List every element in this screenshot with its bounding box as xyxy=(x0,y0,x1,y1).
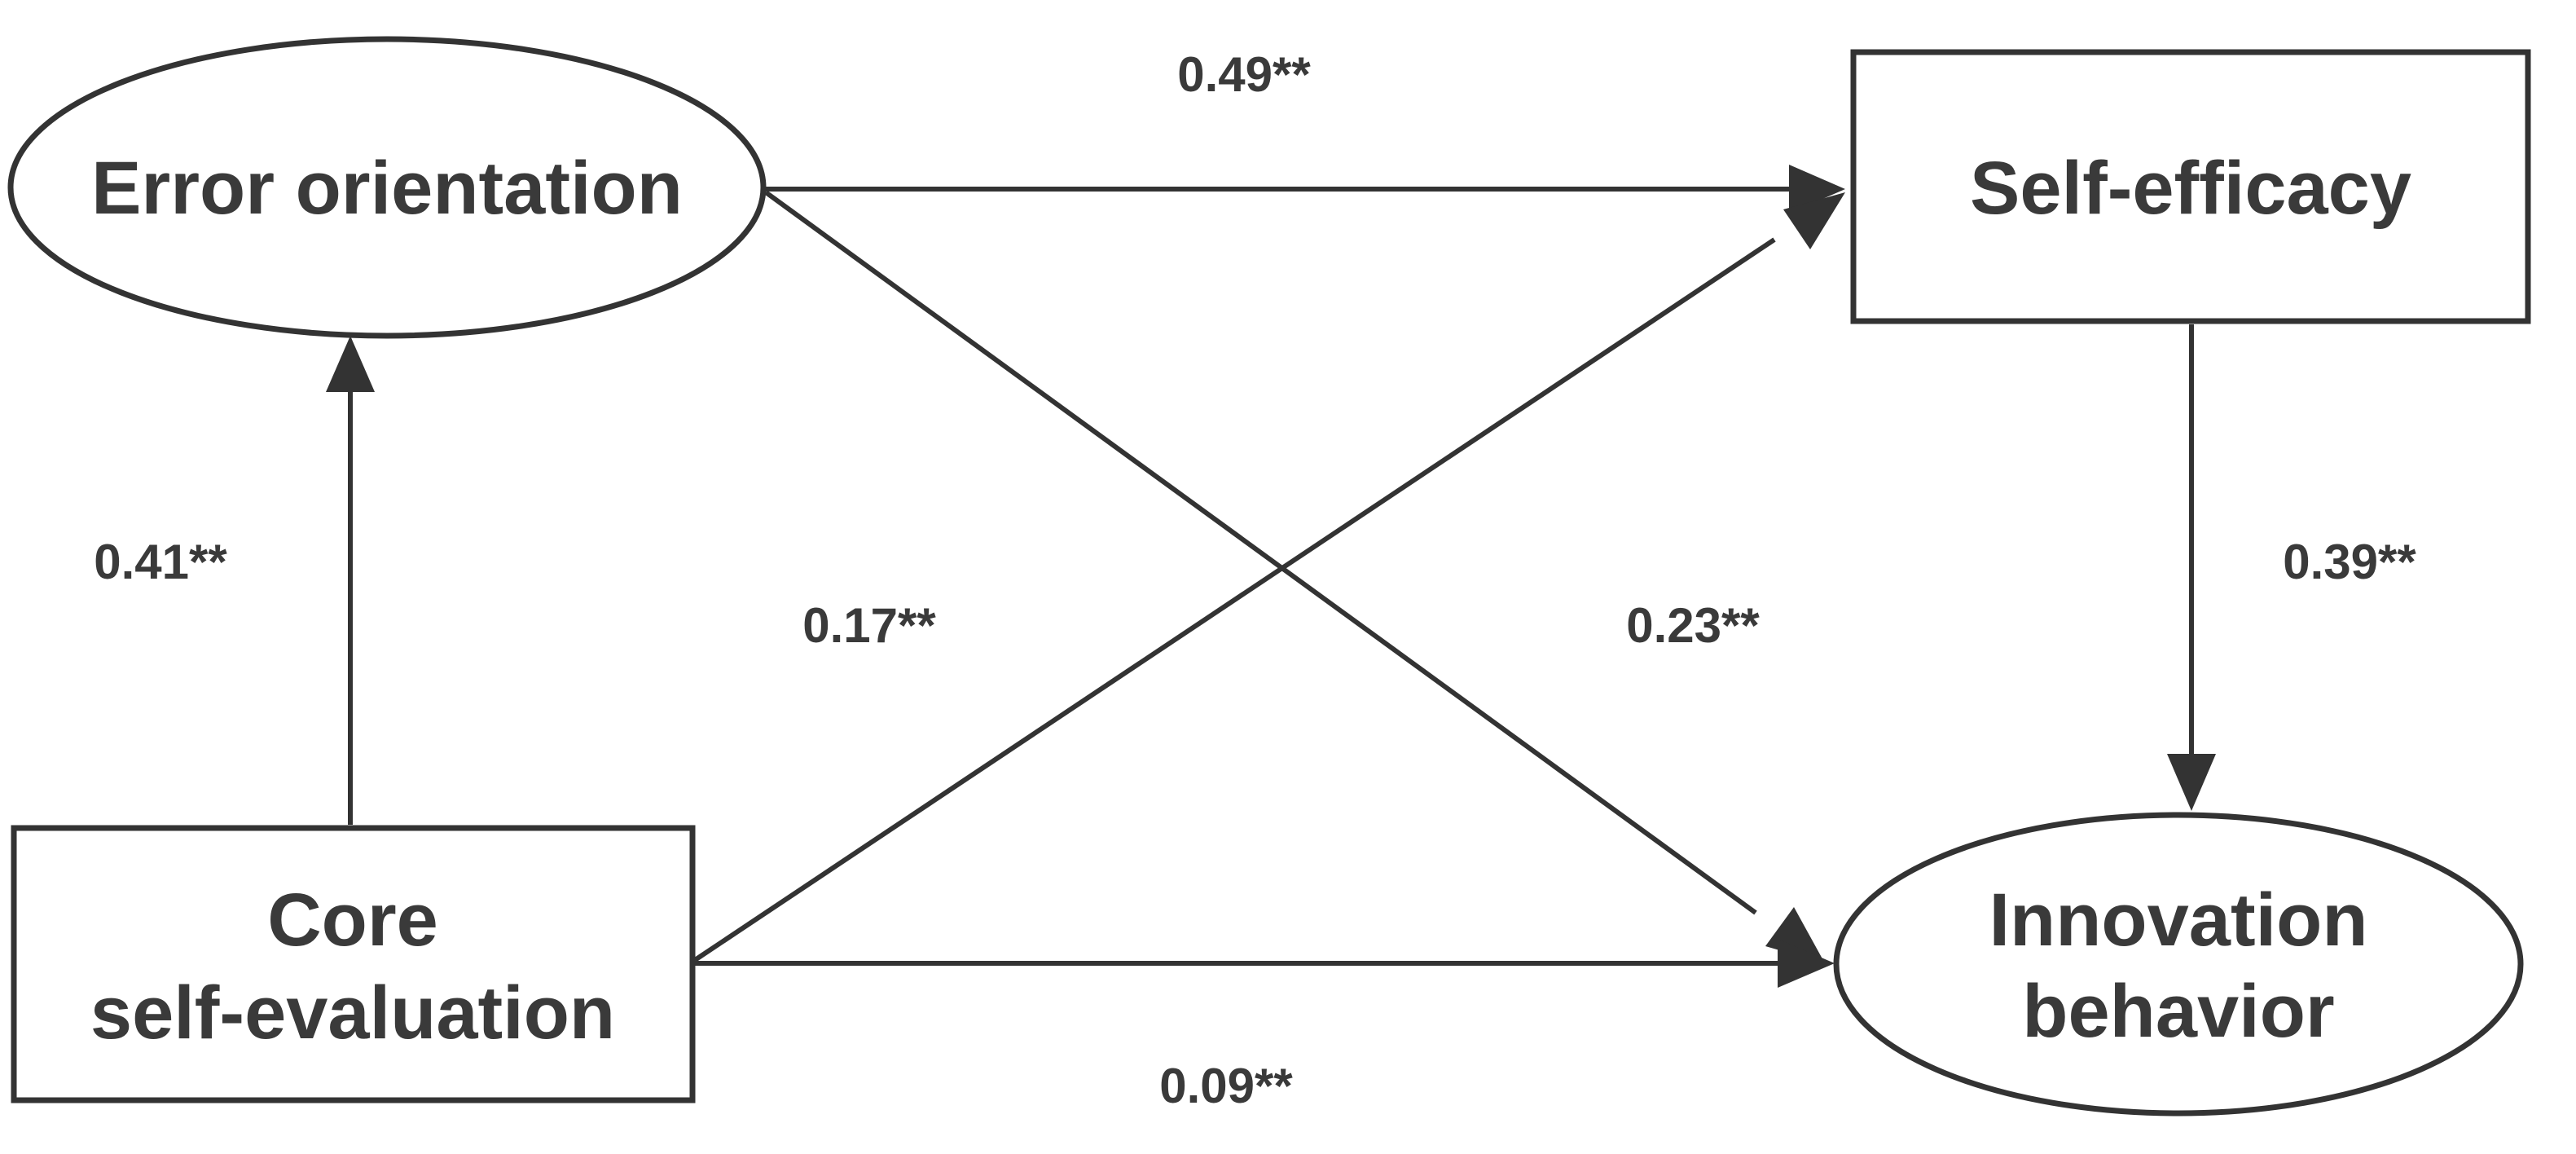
coefficients: 0.49** 0.41** 0.17** 0.23** 0.39** 0.09*… xyxy=(94,47,2416,1113)
node-core-self-evaluation: Core self-evaluation xyxy=(11,825,696,1103)
innovation-behavior-ellipse xyxy=(1833,812,2524,1117)
coefficient-core-to-efficacy: 0.17** xyxy=(802,598,936,653)
arrowhead-core-to-efficacy xyxy=(1783,192,1845,249)
coefficient-efficacy-to-innovation: 0.39** xyxy=(2283,535,2416,589)
coefficient-core-to-error: 0.41** xyxy=(94,535,227,589)
arrowhead-error-to-efficacy xyxy=(1789,165,1845,214)
arrowhead-efficacy-to-innovation xyxy=(2167,754,2216,811)
coefficient-error-to-efficacy: 0.49** xyxy=(1177,47,1311,102)
edge-core-to-efficacy xyxy=(693,237,1776,962)
arrowhead-core-to-error xyxy=(326,336,375,392)
core-self-evaluation-label-line2: self-evaluation xyxy=(90,971,615,1055)
innovation-behavior-label-line1: Innovation xyxy=(1989,879,2367,962)
error-orientation-ellipse xyxy=(7,36,767,339)
node-innovation-behavior: Innovation behavior xyxy=(1833,812,2524,1117)
core-self-evaluation-rect xyxy=(11,825,696,1103)
innovation-behavior-label-line2: behavior xyxy=(2022,970,2334,1053)
self-efficacy-rect xyxy=(1850,49,2531,324)
error-orientation-label: Error orientation xyxy=(91,147,683,230)
core-self-evaluation-label-line1: Core xyxy=(267,879,438,962)
self-efficacy-label: Self-efficacy xyxy=(1970,147,2411,230)
edge-error-to-innovation xyxy=(764,190,1757,915)
node-self-efficacy: Self-efficacy xyxy=(1850,49,2531,324)
arrowhead-core-to-innovation xyxy=(1778,939,1835,988)
coefficient-core-to-innovation: 0.09** xyxy=(1159,1059,1293,1113)
edges xyxy=(326,165,2216,988)
node-error-orientation: Error orientation xyxy=(7,36,767,339)
coefficient-error-to-innovation: 0.23** xyxy=(1626,598,1760,653)
